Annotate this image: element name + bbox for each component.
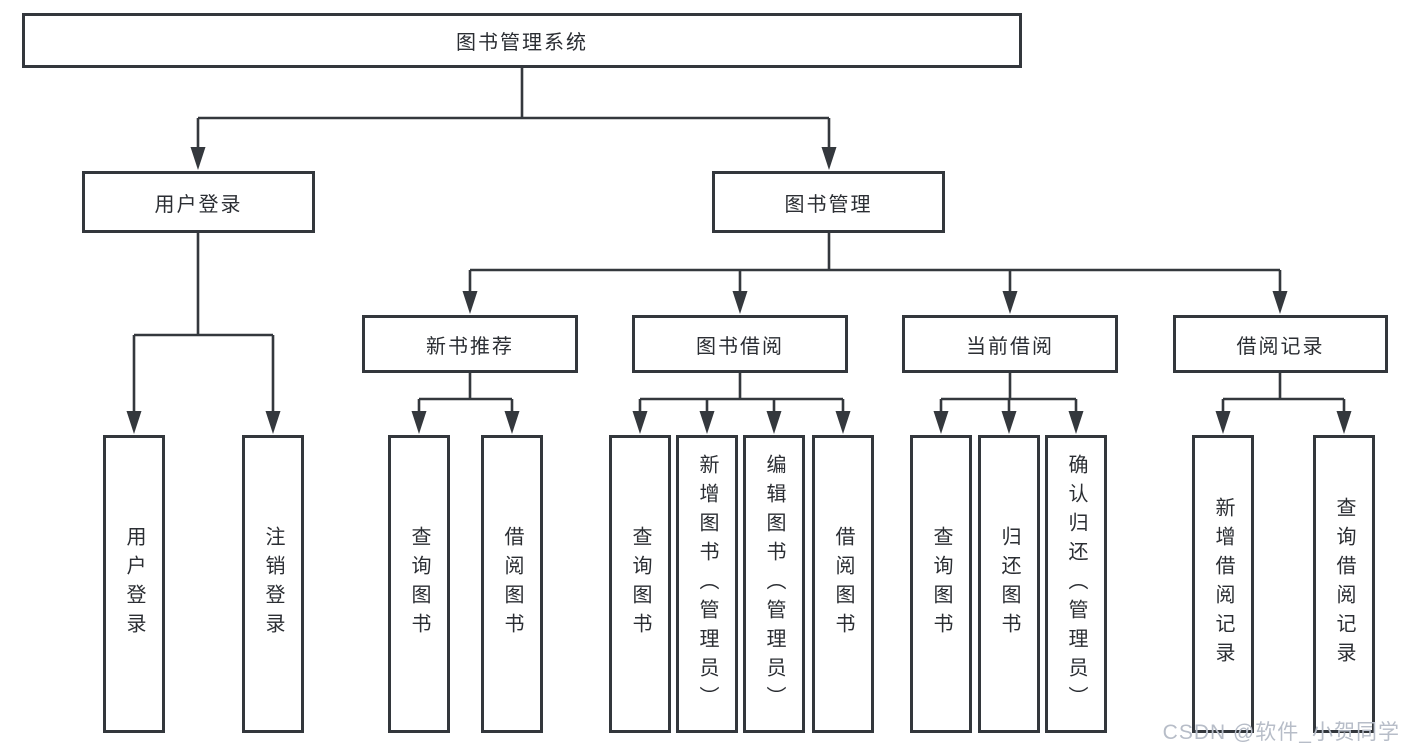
leaf-query-books-current-label: 查询图书 <box>930 526 952 642</box>
node-user-login-label: 用户登录 <box>154 193 243 216</box>
leaf-logout: 注销登录 <box>242 435 304 733</box>
edges-book-borrow-children <box>632 373 851 434</box>
edges-borrow-records-children <box>1215 373 1352 434</box>
edges-new-book-children <box>411 373 520 434</box>
leaf-return-book-label: 归还图书 <box>998 526 1020 642</box>
leaf-add-book-admin: 新增图书（管理员） <box>676 435 738 733</box>
node-book-management-label: 图书管理 <box>784 193 873 216</box>
node-new-book-recommend: 新书推荐 <box>362 315 578 373</box>
leaf-confirm-return-admin: 确认归还（管理员） <box>1045 435 1107 733</box>
edges-user-login-children <box>126 233 281 434</box>
leaf-add-borrow-record-label: 新增借阅记录 <box>1212 497 1234 671</box>
leaf-query-books-recommend-label: 查询图书 <box>408 526 430 642</box>
leaf-add-book-admin-label: 新增图书（管理员） <box>696 453 718 715</box>
edges-book-management-children <box>462 233 1288 314</box>
node-current-borrow-label: 当前借阅 <box>966 335 1054 358</box>
node-book-borrow-label: 图书借阅 <box>696 335 784 358</box>
leaf-edit-book-admin-label: 编辑图书（管理员） <box>763 453 785 715</box>
leaf-user-login: 用户登录 <box>103 435 165 733</box>
leaf-borrow-books-recommend-label: 借阅图书 <box>501 526 523 642</box>
leaf-query-books-current: 查询图书 <box>910 435 972 733</box>
node-borrow-records: 借阅记录 <box>1173 315 1388 373</box>
leaf-logout-label: 注销登录 <box>262 526 284 642</box>
leaf-confirm-return-admin-label: 确认归还（管理员） <box>1065 453 1087 715</box>
leaf-borrow-books-borrow: 借阅图书 <box>812 435 874 733</box>
leaf-query-borrow-record: 查询借阅记录 <box>1313 435 1375 733</box>
edges-root-to-level2 <box>190 68 837 170</box>
leaf-user-login-label: 用户登录 <box>123 526 145 642</box>
leaf-borrow-books-recommend: 借阅图书 <box>481 435 543 733</box>
node-root: 图书管理系统 <box>22 13 1022 68</box>
leaf-edit-book-admin: 编辑图书（管理员） <box>743 435 805 733</box>
leaf-return-book: 归还图书 <box>978 435 1040 733</box>
leaf-query-books-recommend: 查询图书 <box>388 435 450 733</box>
node-root-label: 图书管理系统 <box>456 32 588 54</box>
node-book-borrow: 图书借阅 <box>632 315 848 373</box>
edges-current-borrow-children <box>933 373 1084 434</box>
csdn-watermark: CSDN @软件_小贺同学 <box>1162 721 1400 744</box>
leaf-query-books-borrow: 查询图书 <box>609 435 671 733</box>
node-current-borrow: 当前借阅 <box>902 315 1118 373</box>
leaf-borrow-books-borrow-label: 借阅图书 <box>832 526 854 642</box>
leaf-query-books-borrow-label: 查询图书 <box>629 526 651 642</box>
node-user-login: 用户登录 <box>82 171 315 233</box>
node-new-book-recommend-label: 新书推荐 <box>426 335 514 358</box>
leaf-add-borrow-record: 新增借阅记录 <box>1192 435 1254 733</box>
leaf-query-borrow-record-label: 查询借阅记录 <box>1333 497 1355 671</box>
node-borrow-records-label: 借阅记录 <box>1236 335 1325 358</box>
node-book-management: 图书管理 <box>712 171 945 233</box>
